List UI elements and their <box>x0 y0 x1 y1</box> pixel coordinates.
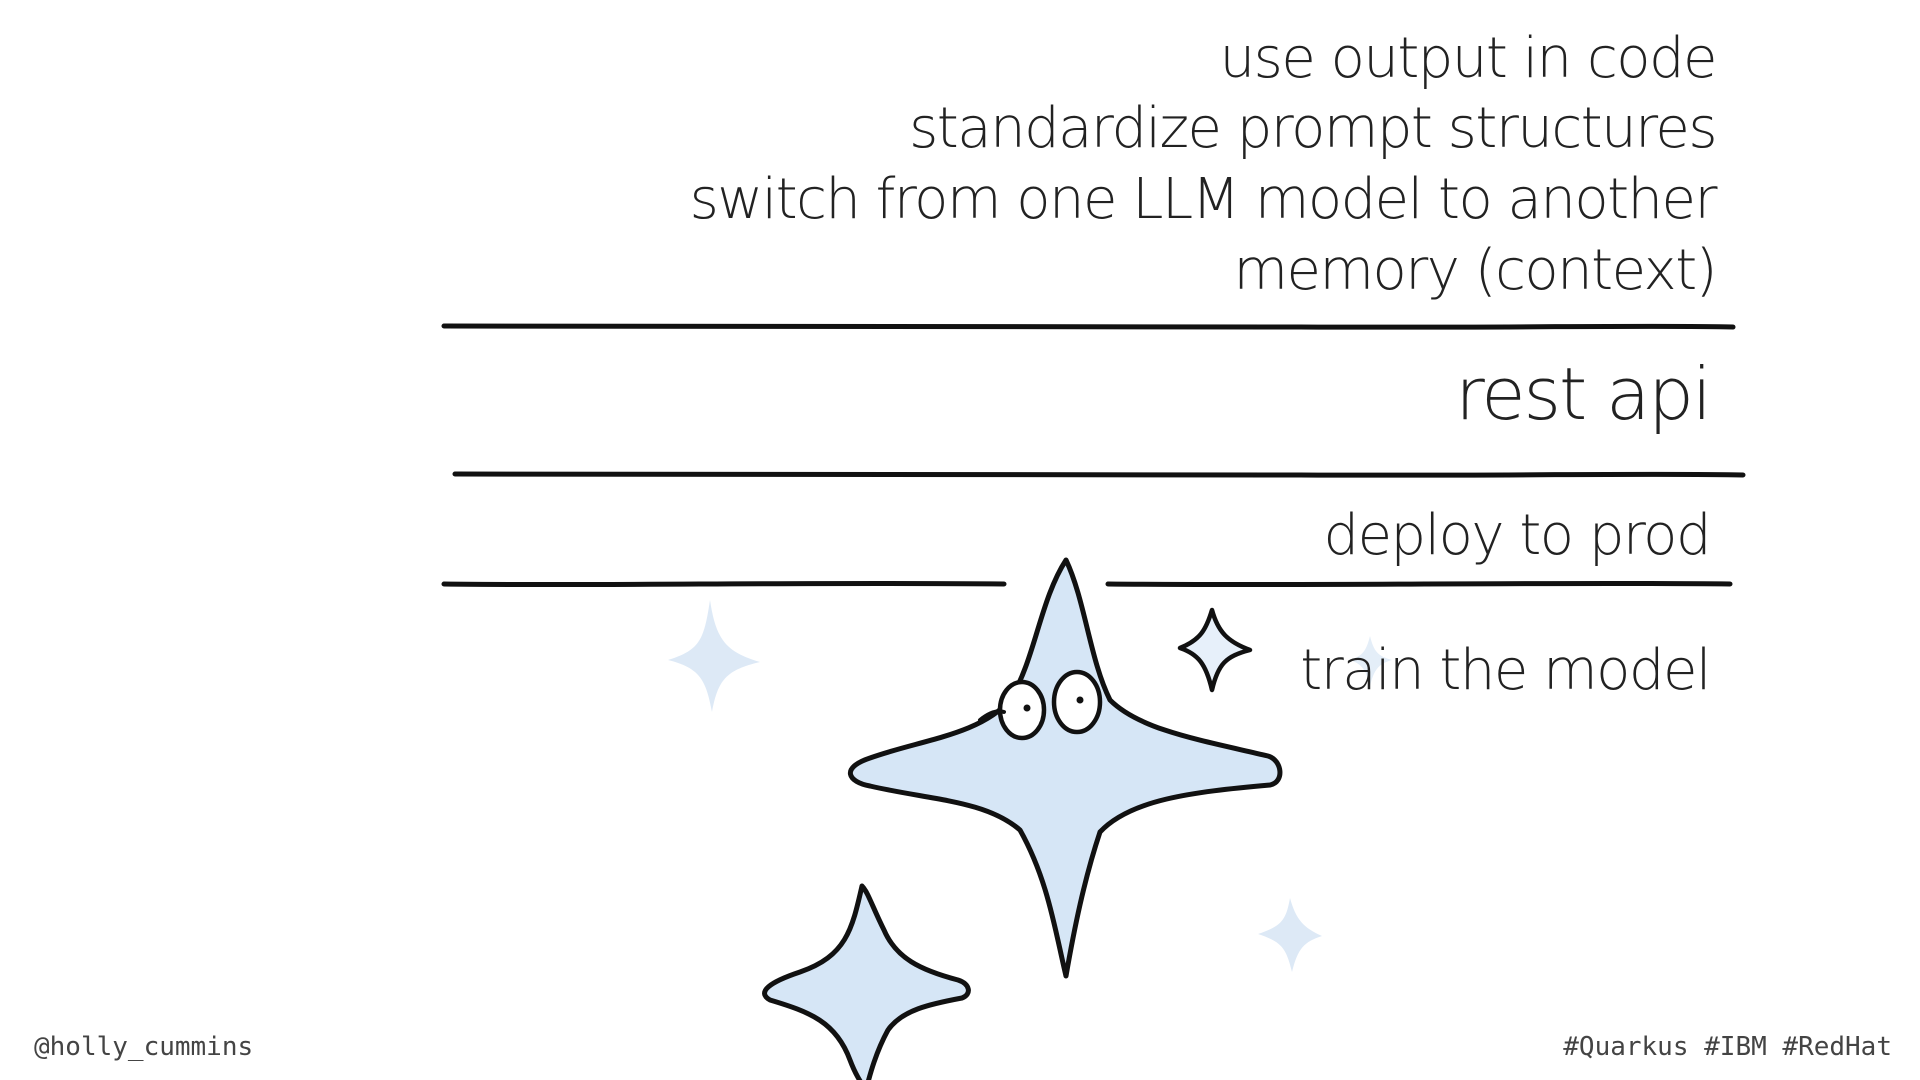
training-layer-label: train the model <box>1300 638 1710 703</box>
deploy-layer-label: deploy to prod <box>1324 503 1710 568</box>
divider-line-middle <box>455 474 1743 475</box>
small-sparkle-icon <box>1180 610 1250 690</box>
api-layer-label: rest api <box>1455 352 1710 436</box>
stack-layer-prompts: standardize prompt structures <box>909 96 1716 161</box>
divider-line-bottom-right <box>1108 583 1730 584</box>
stack-layer-output: use output in code <box>1220 26 1716 91</box>
divider-line-bottom-left <box>444 583 1004 584</box>
author-handle: @holly_cummins <box>34 1032 253 1062</box>
stack-layer-model-switch: switch from one LLM model to another <box>690 167 1716 232</box>
divider-line-top <box>444 326 1733 327</box>
lower-sparkle-icon <box>765 886 969 1080</box>
faint-sparkle-left-icon <box>668 600 760 712</box>
stack-layer-memory: memory (context) <box>1233 238 1716 303</box>
faint-sparkle-right-icon <box>1258 898 1322 972</box>
hashtags: #Quarkus #IBM #RedHat <box>1563 1032 1892 1062</box>
